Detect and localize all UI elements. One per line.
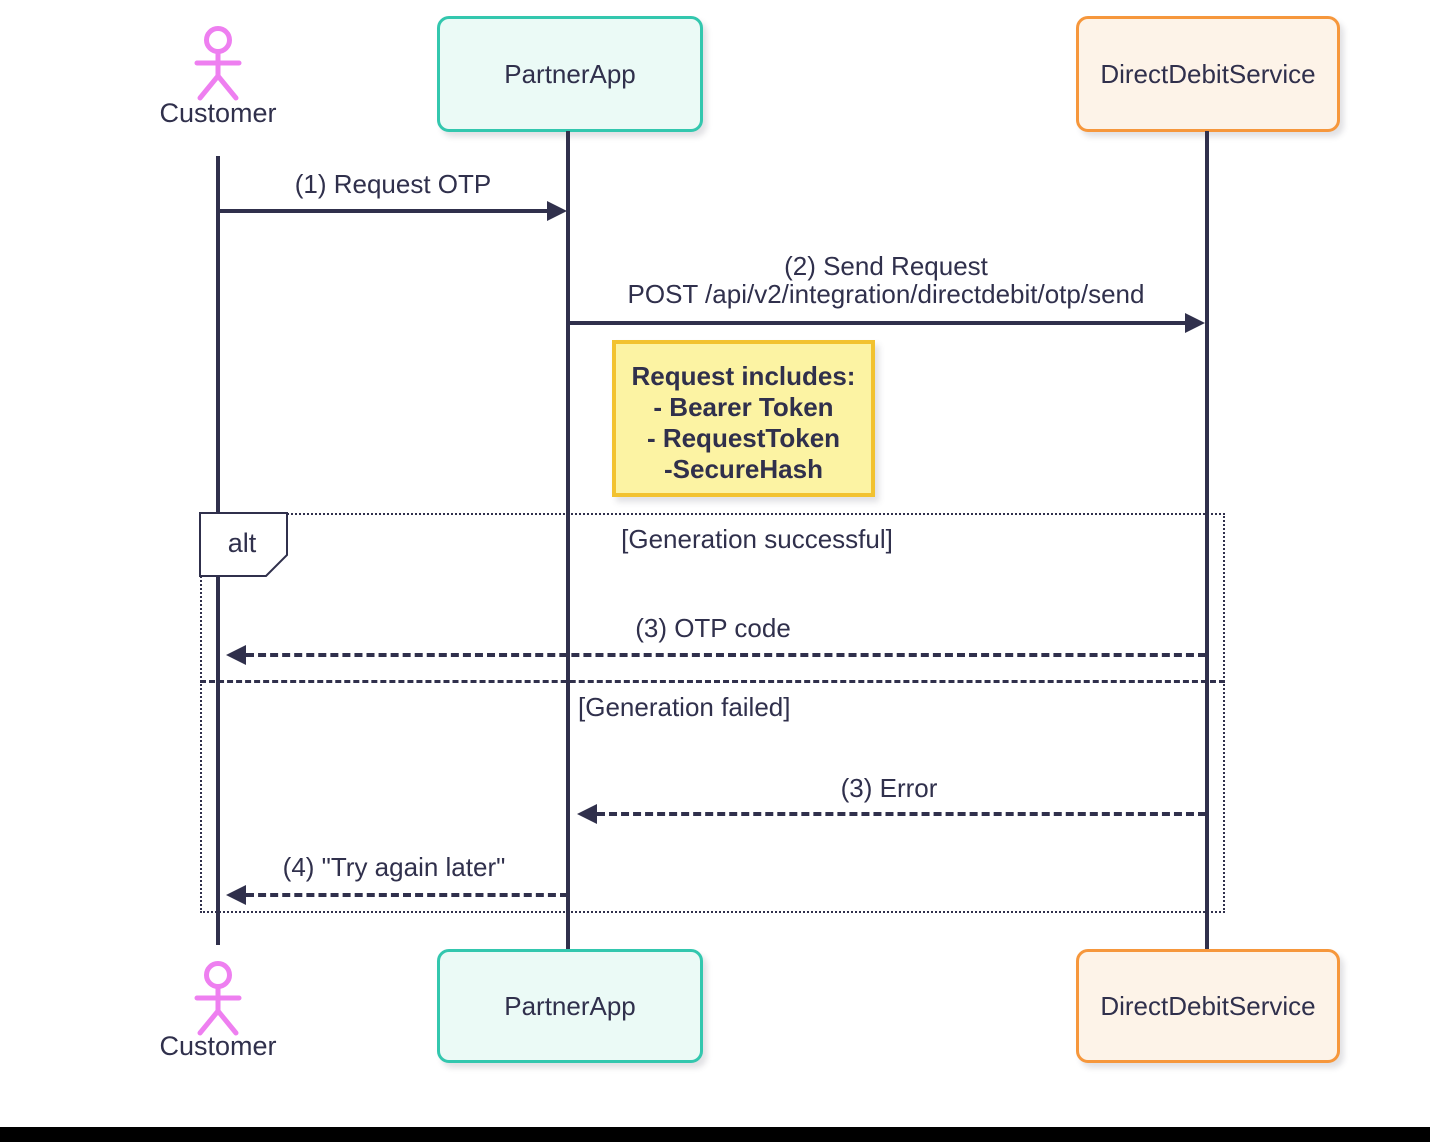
participant-directdebitservice-top-label: DirectDebitService	[1100, 58, 1316, 89]
alt-frame	[200, 513, 1225, 913]
participant-partnerapp-bottom-label: PartnerApp	[504, 990, 636, 1021]
alt-operator-label: alt	[227, 528, 257, 558]
message-2-label-line1: (2) Send Request	[784, 251, 988, 281]
message-3-error-line	[597, 812, 1206, 816]
message-4-label: (4) "Try again later"	[282, 852, 506, 882]
message-1-line	[218, 209, 550, 213]
note-item: - Bearer Token	[653, 392, 834, 422]
message-4-line	[246, 893, 568, 897]
participant-partnerapp-top-label: PartnerApp	[504, 58, 636, 89]
alt-divider	[200, 680, 1225, 683]
message-3-otp-label: (3) OTP code	[635, 613, 791, 643]
message-3-error-arrowhead-icon	[577, 804, 597, 824]
note-item: - RequestToken	[646, 423, 841, 453]
bottom-black-bar	[0, 1127, 1430, 1142]
guard-generation-failed: [Generation failed]	[578, 692, 791, 722]
participant-partnerapp-top: PartnerApp	[437, 16, 703, 132]
note-request-includes: Request includes: - Bearer Token - Reque…	[612, 340, 875, 497]
message-2-line	[570, 321, 1187, 325]
actor-customer-top-label: Customer	[159, 98, 277, 128]
participant-directdebitservice-bottom: DirectDebitService	[1076, 949, 1340, 1063]
actor-icon	[194, 26, 242, 101]
note-item: -SecureHash	[664, 454, 823, 484]
message-2-label-line2: POST /api/v2/integration/directdebit/otp…	[627, 279, 1145, 309]
note-title: Request includes:	[631, 361, 856, 391]
message-4-arrowhead-icon	[226, 885, 246, 905]
participant-directdebitservice-bottom-label: DirectDebitService	[1100, 990, 1316, 1021]
participant-partnerapp-bottom: PartnerApp	[437, 949, 703, 1063]
message-2-arrowhead-icon	[1185, 313, 1205, 333]
participant-directdebitservice-top: DirectDebitService	[1076, 16, 1340, 132]
message-1-arrowhead-icon	[547, 201, 567, 221]
actor-customer-bottom-label: Customer	[159, 1031, 277, 1061]
message-3-error-label: (3) Error	[840, 773, 938, 803]
message-3-otp-arrowhead-icon	[226, 645, 246, 665]
alt-operator-shape	[199, 512, 288, 577]
lifeline-partnerapp	[566, 131, 570, 950]
message-1-label: (1) Request OTP	[294, 169, 492, 199]
actor-icon	[194, 961, 242, 1036]
guard-generation-successful: [Generation successful]	[621, 524, 893, 554]
lifeline-directdebitservice	[1205, 131, 1209, 950]
message-3-otp-line	[246, 653, 1206, 657]
